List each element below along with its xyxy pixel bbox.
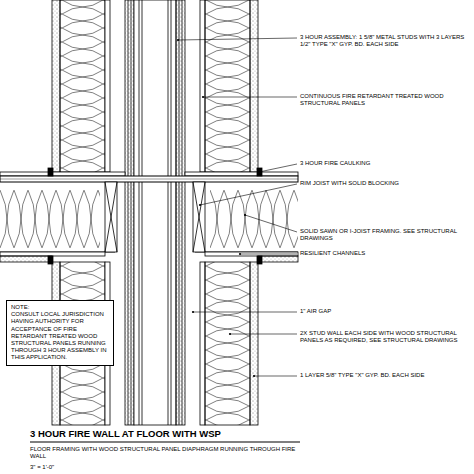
callout-label: 2X STUD WALL EACH SIDE WITH WOOD STRUCTU… (300, 330, 466, 344)
note-heading: NOTE: (11, 304, 109, 311)
leader-line (178, 38, 297, 40)
leader-line (230, 334, 297, 335)
callout-label: 1 LAYER 5/8" TYPE "X" GYP. BD. EACH SIDE (300, 372, 466, 379)
callout-label: RESILIENT CHANNELS (300, 250, 466, 257)
leader-dot (253, 375, 255, 377)
leader-line (193, 312, 297, 313)
leader-line (200, 184, 297, 205)
callout-label: RIM JOIST WITH SOLID BLOCKING (300, 180, 466, 187)
callout-label: 3 HOUR ASSEMBLY: 1 5/8" METAL STUDS WITH… (300, 34, 466, 48)
leader-dot (258, 171, 260, 173)
drawing-title: 3 HOUR FIRE WALL AT FLOOR WITH WSP (30, 428, 221, 439)
leader-dot (244, 214, 246, 216)
leader-line (259, 164, 297, 172)
callout-label: SOLID SAWN OR I-JOIST FRAMING. SEE STRUC… (300, 228, 466, 242)
callout-label: 1" AIR GAP (300, 308, 466, 315)
callout-label: 3 HOUR FIRE CAULKING (300, 160, 466, 167)
leader-dot (202, 96, 204, 98)
leader-dot (177, 39, 179, 41)
note-text: CONSULT LOCAL JURISDICTION HAVING AUTHOR… (11, 311, 109, 361)
drawing-subtitle: FLOOR FRAMING WITH WOOD STRUCTURAL PANEL… (30, 446, 300, 460)
leader-line (254, 376, 297, 377)
callout-label: CONTINUOUS FIRE RETARDANT TREATED WOOD S… (300, 93, 466, 107)
leader-line (245, 215, 297, 232)
leader-dot (192, 311, 194, 313)
leader-dot (229, 333, 231, 335)
drawing-subtitle: 3" = 1'-0" (30, 464, 300, 471)
note-box: NOTE:CONSULT LOCAL JURISDICTION HAVING A… (6, 300, 114, 366)
leader-dot (199, 204, 201, 206)
leader-line (240, 254, 297, 255)
leader-dot (239, 253, 241, 255)
leader-line (203, 97, 297, 98)
